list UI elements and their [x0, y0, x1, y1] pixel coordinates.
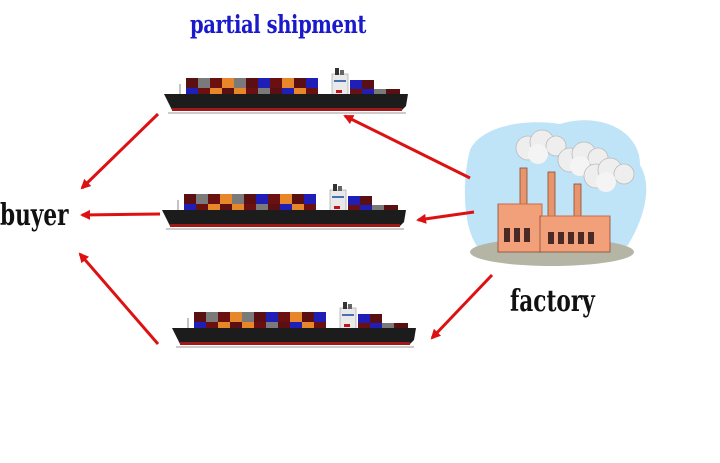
factory-label: factory [510, 284, 595, 319]
arrow-middle-ship-to-buyer [80, 209, 161, 220]
factory-icon [464, 120, 647, 266]
ship-bottom-icon [171, 301, 417, 348]
buyer-label: buyer [0, 198, 69, 233]
arrow-factory-to-top-ship [343, 114, 471, 180]
arrow-factory-to-bottom-ship [430, 273, 494, 340]
arrow-factory-to-middle-ship [416, 210, 475, 224]
arrow-bottom-ship-to-buyer [78, 252, 160, 345]
ship-middle-icon [161, 183, 407, 230]
arrow-top-ship-to-buyer [80, 112, 160, 190]
ship-top-icon [163, 67, 409, 114]
